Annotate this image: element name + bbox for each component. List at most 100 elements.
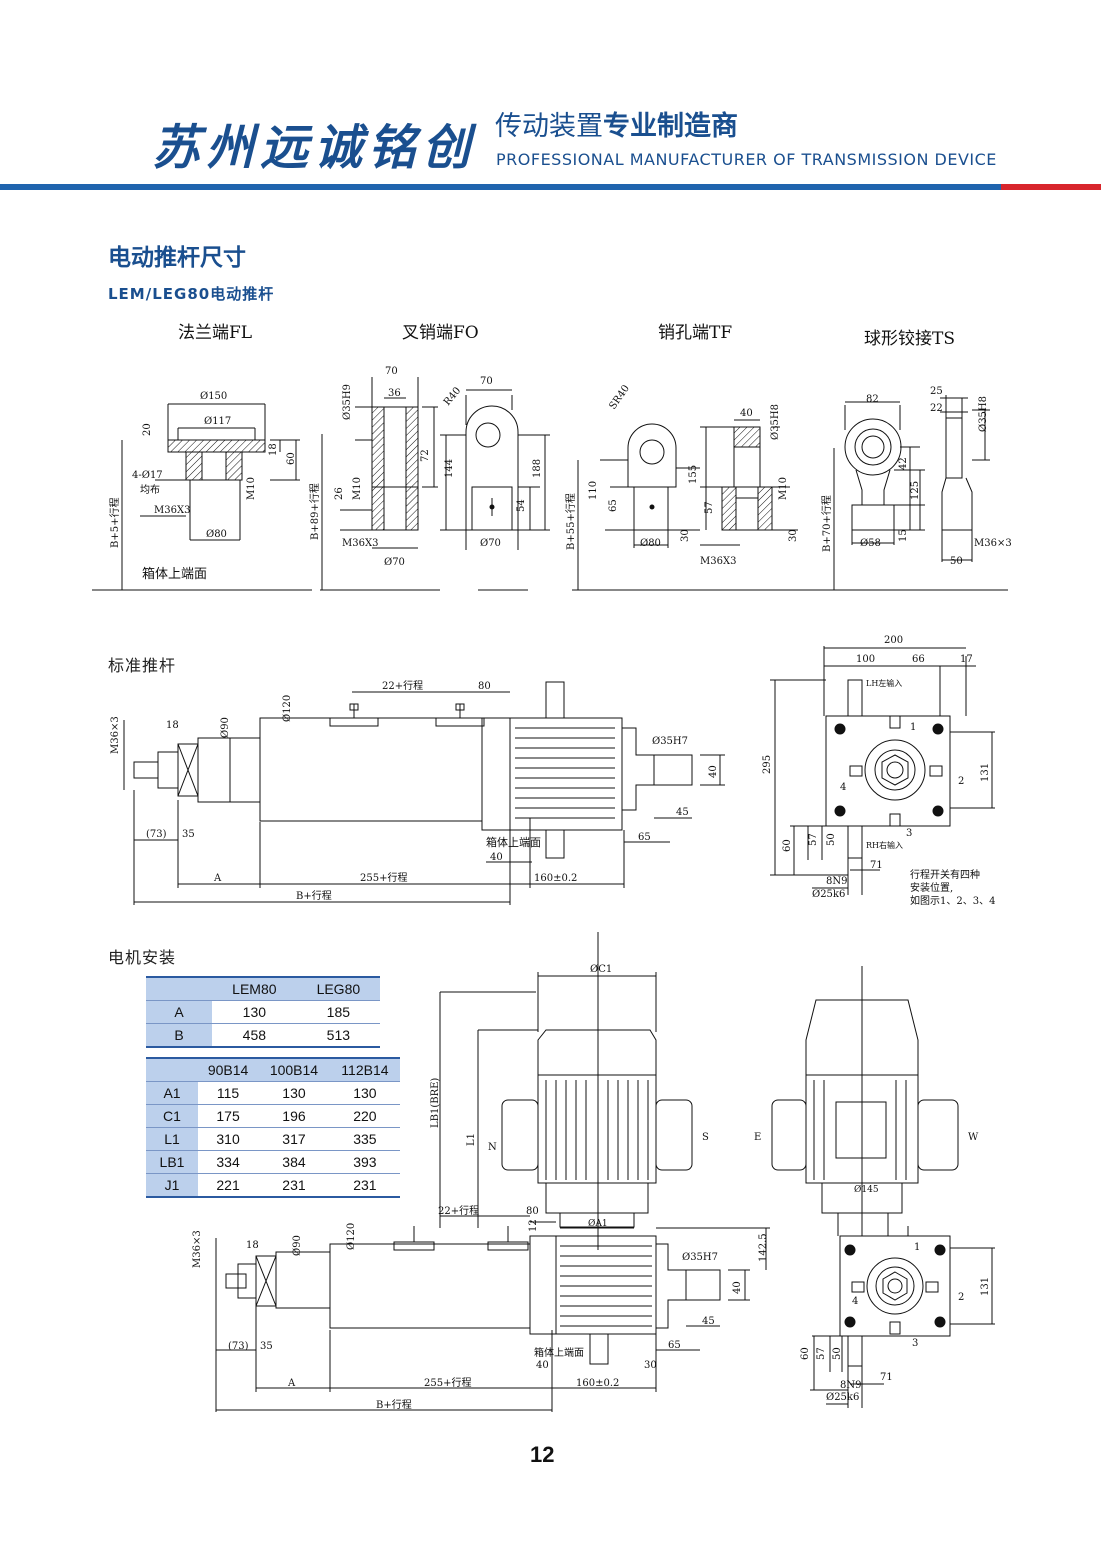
tf-dim-m10: M10	[778, 477, 789, 500]
table-cell: 185	[296, 1000, 380, 1024]
fo-dim-h26: 26	[334, 487, 345, 500]
motor-dim-a: A	[287, 1378, 296, 1389]
std-dim-d65: 65	[638, 832, 651, 843]
fl-dim-even: 均布	[140, 484, 160, 496]
tf-dim-h155: 155	[688, 465, 699, 484]
fo-dim-m10: M10	[352, 477, 363, 500]
fo-dim-m36: M36X3	[342, 538, 378, 549]
table-cell: 317	[258, 1127, 330, 1151]
motor-dim-d73: (73)	[228, 1341, 249, 1352]
std-note-1: 行程开关有四种	[910, 868, 980, 881]
motor-side-n2: 2	[958, 1292, 964, 1303]
motor-side-71: 71	[880, 1372, 893, 1383]
table-header-cell: LEM80	[212, 977, 297, 1001]
fo-drawing	[320, 377, 550, 591]
tf-dim-h57: 57	[704, 501, 715, 514]
motor-dim-d40: 40	[732, 1281, 743, 1294]
motor-dim-bstroke: B+行程	[376, 1398, 412, 1411]
fl-dim-d150: Ø150	[200, 391, 227, 402]
fl-dim-h60: 60	[286, 452, 297, 465]
motor-dim-d18: 18	[246, 1240, 259, 1251]
table-row: A 130 185	[146, 1000, 380, 1024]
table-cell: 115	[198, 1081, 259, 1105]
motor-dim-stroke22: 22+行程	[438, 1204, 479, 1217]
motor-dim-d160: 160±0.2	[576, 1378, 619, 1389]
std-note-2: 安装位置,	[910, 881, 953, 894]
std-side-shaft: Ø25k6	[812, 889, 845, 900]
motor-side-57: 57	[816, 1347, 827, 1360]
ts-dim-h42: 42	[898, 457, 909, 470]
motor-dim-w: W	[968, 1132, 979, 1143]
motor-dim-a1: ØA1	[588, 1218, 608, 1229]
std-dim-d120: Ø120	[282, 695, 293, 722]
motor-side-50: 50	[832, 1347, 843, 1360]
motor-dim-l1: L1	[466, 1133, 477, 1146]
motor-dim-d35: 35	[260, 1341, 273, 1352]
motor-dim-d40b: 40	[536, 1360, 549, 1371]
std-dim-d90: Ø90	[220, 717, 231, 738]
fo-dim-d70b: Ø70	[480, 538, 501, 549]
fo-dim-h188: 188	[532, 459, 543, 478]
table-cell: 384	[258, 1150, 330, 1174]
fo-dim-h72: 72	[420, 449, 431, 462]
table-row: LB1 334 384 393	[146, 1150, 400, 1174]
motor-dim-face: 箱体上端面	[534, 1346, 584, 1359]
table-cell: 130	[258, 1081, 330, 1105]
motor-dim-s: S	[702, 1132, 709, 1143]
table-row-label: A1	[146, 1081, 198, 1105]
fl-dim-m36: M36X3	[154, 505, 190, 516]
ts-dim-stroke: B+70+行程	[820, 495, 833, 552]
ts-dim-m36: M36×3	[974, 538, 1012, 549]
table-cell: 458	[212, 1023, 297, 1048]
table-row-label: LB1	[146, 1150, 198, 1174]
motor-dim-c1: ØC1	[590, 964, 612, 975]
table-row-label: B	[146, 1023, 212, 1048]
motor-side-131: 131	[980, 1277, 991, 1296]
table-header-cell: 90B14	[198, 1058, 259, 1082]
table-cell: 220	[329, 1104, 400, 1128]
motor-dim-d142: 142.5	[758, 1233, 769, 1262]
table-cell: 393	[329, 1150, 400, 1174]
fo-dim-r40: R40	[442, 385, 463, 408]
ts-dim-h15: 15	[898, 529, 909, 542]
table-header-cell: 100B14	[258, 1058, 330, 1082]
table-cell: 310	[198, 1127, 259, 1151]
fo-dim-w36: 36	[388, 388, 401, 399]
std-dim-d35: 35	[182, 829, 195, 840]
table-cell: 130	[212, 1000, 297, 1024]
std-dim-d18: 18	[166, 720, 179, 731]
table-row-label: C1	[146, 1104, 198, 1128]
table-cell: 334	[198, 1150, 259, 1174]
std-dim-stroke22: 22+行程	[382, 679, 423, 692]
table-header-cell: LEG80	[296, 977, 380, 1001]
fl-dim-holes: 4-Ø17	[132, 470, 163, 481]
slogan-normal: 传动装置	[495, 111, 603, 142]
table-row: C1 175 196 220	[146, 1104, 400, 1128]
std-side-n1: 1	[910, 722, 916, 733]
std-dim-d40: 40	[708, 765, 719, 778]
motor-dim-d45: 45	[702, 1316, 715, 1327]
std-side-200: 200	[884, 635, 903, 646]
std-side-66: 66	[912, 654, 925, 665]
slogan-english: PROFESSIONAL MANUFACTURER OF TRANSMISSIO…	[496, 150, 997, 169]
tf-dim-d35h8: Ø35H8	[770, 404, 781, 440]
table-row-label: J1	[146, 1173, 198, 1198]
std-dim-bstroke: B+行程	[296, 889, 332, 902]
slogan-bold: 专业制造商	[603, 111, 738, 142]
header-rule-blue	[0, 184, 1001, 190]
ts-dim-d58: Ø58	[860, 538, 881, 549]
tf-dim-m36: M36X3	[700, 556, 736, 567]
table-cell: 231	[258, 1173, 330, 1198]
end-type-fo-label: 叉销端FO	[402, 323, 479, 343]
tf-dim-h30: 30	[680, 529, 691, 542]
tf-dim-w40: 40	[740, 408, 753, 419]
motor-dim-lb1: LB1(BRE)	[430, 1078, 441, 1128]
tf-dim-sr40: SR40	[607, 383, 632, 412]
motor-flange-table: 90B14 100B14 112B14 A1 115 130 130 C1 17…	[146, 1057, 400, 1198]
std-dim-d35h7: Ø35H7	[652, 736, 688, 747]
section-subtitle: LEM/LEG80电动推杆	[108, 285, 275, 303]
std-side-131: 131	[980, 763, 991, 782]
std-dim-d45: 45	[676, 807, 689, 818]
tf-dim-h30b: 30	[788, 529, 799, 542]
std-dim-d40b: 40	[490, 852, 503, 863]
